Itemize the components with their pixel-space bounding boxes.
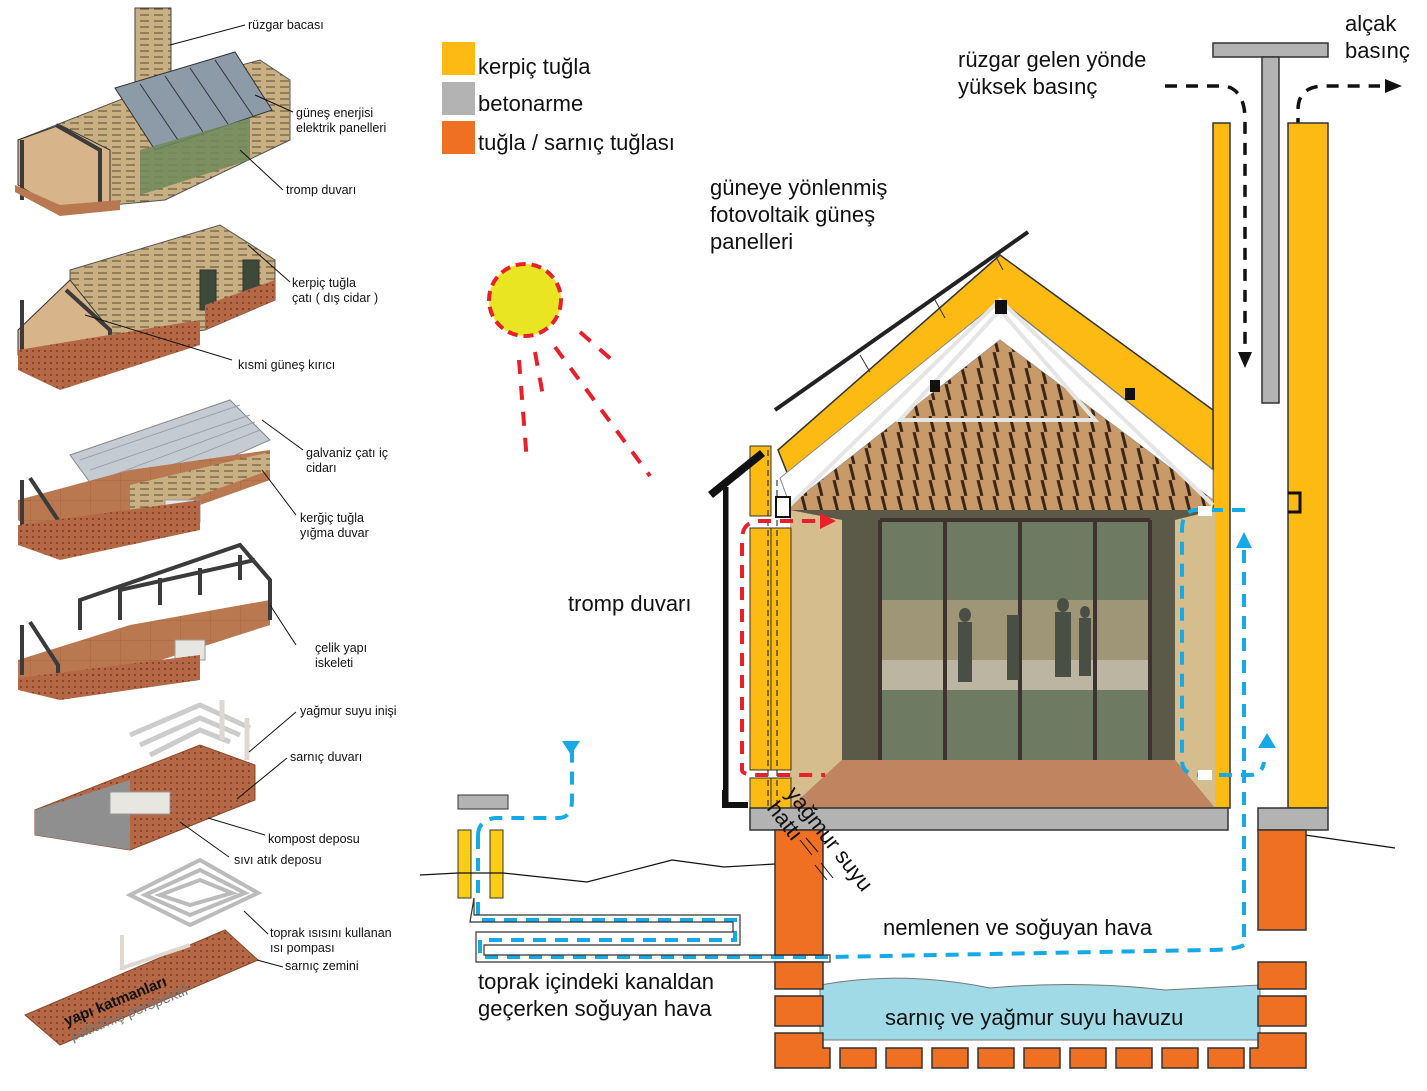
callout-adobe-roof: kerpiç tuğla çatı ( dış cidar ) bbox=[292, 276, 379, 305]
intake-cap bbox=[457, 794, 509, 810]
legend-label-concrete: betonarme bbox=[478, 91, 584, 116]
wind-tower-section bbox=[1212, 42, 1329, 404]
rain-pipe-hatch bbox=[799, 837, 834, 881]
callout-sun-breaker: kısmi güneş kırıcı bbox=[238, 358, 336, 372]
pv-roof bbox=[114, 51, 273, 151]
callout-solar-panels: güneş enerjisi elektrik panelleri bbox=[296, 106, 387, 135]
sun-rays bbox=[517, 330, 652, 478]
earth-duct-label: toprak içindeki kanaldan geçerken soğuya… bbox=[478, 969, 715, 1021]
layer-adobe-roof bbox=[17, 224, 276, 390]
callout-compost: kompost deposu bbox=[268, 832, 360, 846]
interior-render bbox=[790, 510, 1215, 808]
concrete-slab bbox=[749, 807, 1229, 831]
wind-out-arrow bbox=[1385, 79, 1402, 93]
layer-steel-frame bbox=[18, 542, 272, 700]
callout-steel-frame: çelik yapı iskeleti bbox=[315, 641, 368, 670]
legend-label-adobe: kerpiç tuğla bbox=[478, 54, 591, 79]
legend-swatch-concrete bbox=[442, 82, 475, 115]
callout-wind-tower: rüzgar bacası bbox=[248, 18, 324, 32]
ground-line bbox=[419, 859, 776, 883]
wind-low-pressure-label: alçak basınç bbox=[1345, 11, 1410, 63]
cool-air-up-arrow bbox=[1236, 532, 1252, 548]
terracotta-floor bbox=[790, 760, 1215, 808]
outer-adobe-wall bbox=[1287, 122, 1329, 809]
wind-down-arrow bbox=[1238, 352, 1252, 368]
cool-air-flow bbox=[476, 508, 1266, 959]
sun-icon bbox=[487, 262, 652, 478]
callout-galvanized-roof: galvaniz çatı iç cidarı bbox=[306, 446, 388, 475]
legend-swatch-adobe bbox=[442, 42, 475, 75]
people-silhouettes bbox=[958, 598, 1091, 682]
callout-heat-pump: toprak ısısını kullanan ısı pompası bbox=[270, 926, 392, 955]
callout-liquid-waste: sıvı atık deposu bbox=[234, 853, 322, 867]
earth-duct bbox=[469, 897, 831, 963]
trombe-wall-label: tromp duvarı bbox=[568, 591, 692, 616]
callout-cistern-wall: sarnıç duvarı bbox=[290, 750, 363, 764]
callout-masonry-wall: kerğiç tuğla yığma duvar bbox=[300, 511, 369, 540]
layer-galvanized-roof bbox=[18, 399, 271, 560]
layer-full-house bbox=[15, 7, 291, 216]
humid-air-label: nemlenen ve soğuyan hava bbox=[883, 915, 1153, 940]
callout-leaders bbox=[84, 24, 304, 968]
trombe-glazing bbox=[140, 118, 250, 195]
trombe-wall-section bbox=[708, 445, 792, 809]
legend-swatch-brick bbox=[442, 121, 475, 154]
wood-ceiling bbox=[790, 340, 1213, 520]
warm-air-flow bbox=[740, 519, 825, 777]
pv-panels-label: güneye yönlenmiş fotovoltaik güneş panel… bbox=[710, 175, 888, 254]
callout-trombe-wall: tromp duvarı bbox=[286, 183, 357, 197]
cistern-label: sarnıç ve yağmur suyu havuzu bbox=[885, 1005, 1184, 1030]
cistern-section bbox=[774, 829, 1307, 1069]
callout-cistern-floor: sarnıç zemini bbox=[285, 959, 359, 973]
layer-cistern bbox=[34, 700, 256, 851]
wind-high-pressure-label: rüzgar gelen yönde yüksek basınç bbox=[958, 47, 1147, 99]
adobe-inner-wall-left bbox=[790, 510, 842, 808]
legend-label-brick: tuğla / sarnıç tuğlası bbox=[478, 130, 675, 155]
air-intake-arrow bbox=[562, 741, 580, 755]
pv-panel-line bbox=[773, 230, 1030, 412]
callout-rain-downpipe: yağmur suyu inişi bbox=[300, 704, 397, 718]
warm-air-arrow bbox=[820, 513, 836, 529]
adobe-inner-wall-right bbox=[1175, 510, 1215, 808]
